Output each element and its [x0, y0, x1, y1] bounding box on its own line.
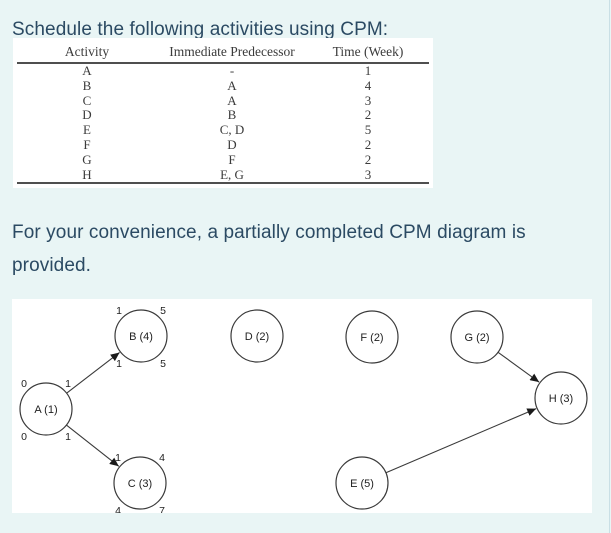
node-label: G (2) [464, 332, 489, 344]
time-cell: 4 [364, 77, 372, 93]
node-label: F (2) [360, 332, 383, 344]
node-A: A (1) 0 1 0 1 [19, 378, 73, 443]
time-cell: 3 [307, 167, 429, 185]
table-row: B A 4 [17, 77, 429, 94]
table-row: E C, D 5 [17, 122, 429, 138]
corner-label-br: 7 [159, 505, 165, 513]
corner-label-br: 5 [160, 358, 166, 370]
activity-cell: H [17, 167, 157, 185]
predecessor-cell: D [227, 136, 237, 152]
activity-cell: F [83, 136, 91, 152]
time-cell: 1 [364, 63, 372, 78]
corner-label-bl: 1 [116, 358, 122, 370]
predecessor-cell: A [227, 92, 237, 108]
corner-label-tl: 1 [115, 452, 121, 464]
corner-label-tl: 1 [116, 305, 122, 317]
activity-cell: G [82, 151, 92, 167]
activity-cell: E [83, 122, 91, 138]
edge-A-B [66, 352, 120, 394]
node-H: H (3) [534, 371, 588, 425]
predecessor-cell: A [227, 77, 237, 93]
node-label: D (2) [245, 331, 269, 343]
node-label: H (3) [549, 393, 573, 405]
corner-label-bl: 0 [21, 431, 27, 443]
time-cell: 3 [364, 92, 372, 108]
activity-cell: C [82, 92, 92, 108]
time-cell: 2 [364, 151, 372, 167]
predecessor-cell: B [227, 107, 237, 123]
edge-G-H [497, 351, 540, 383]
corner-label-tr: 1 [65, 378, 71, 390]
predecessor-cell: F [228, 151, 236, 167]
predecessor-cell: E, G [157, 167, 307, 185]
content-right-border [609, 0, 610, 533]
node-E: E (5) [335, 456, 389, 510]
corner-label-bl: 4 [115, 505, 121, 513]
time-cell: 5 [364, 122, 372, 138]
node-label: C (3) [128, 478, 152, 490]
corner-label-tr: 4 [159, 452, 165, 464]
cpm-diagram: A (1) 0 1 0 1 B (4) 1 5 1 5 C (3) 1 4 4 7 D (2) F (2) G (… [19, 305, 588, 513]
table-row: F D 2 [17, 136, 429, 153]
column-header: Time (Week) [307, 38, 429, 64]
question-title: Schedule the following activities using … [12, 18, 389, 40]
node-label: E (5) [350, 478, 374, 490]
edge-A-C [66, 424, 120, 467]
corner-label-tr: 5 [160, 305, 166, 317]
activity-cell: D [82, 107, 92, 123]
table-row: A - 1 [17, 63, 429, 79]
node-C: C (3) 1 4 4 7 [113, 452, 167, 513]
table-row: G F 2 [17, 151, 429, 168]
activity-cell: A [82, 63, 92, 78]
column-header: Immediate Predecessor [157, 38, 307, 64]
table-row: D B 2 [17, 108, 429, 123]
node-label: B (4) [129, 331, 153, 343]
note-text: For your convenience, a partially comple… [12, 222, 526, 276]
node-B: B (4) 1 5 1 5 [114, 305, 168, 370]
cpm-diagram-card: A (1) 0 1 0 1 B (4) 1 5 1 5 C (3) 1 4 4 7 D (2) F (2) G (… [12, 299, 592, 513]
corner-label-tl: 0 [21, 378, 27, 390]
corner-label-br: 1 [65, 431, 71, 443]
node-label: A (1) [34, 404, 57, 416]
column-header: Activity [17, 38, 157, 64]
activity-cell: B [82, 77, 92, 93]
time-cell: 2 [364, 136, 372, 152]
predecessor-cell: - [229, 63, 235, 78]
table-row: C A 3 [17, 92, 429, 109]
edge-E-H [385, 408, 537, 474]
time-cell: 2 [364, 107, 372, 123]
predecessor-cell: C, D [219, 122, 245, 138]
node-G: G (2) [450, 310, 504, 364]
node-D: D (2) [230, 309, 284, 363]
node-F: F (2) [345, 310, 399, 364]
